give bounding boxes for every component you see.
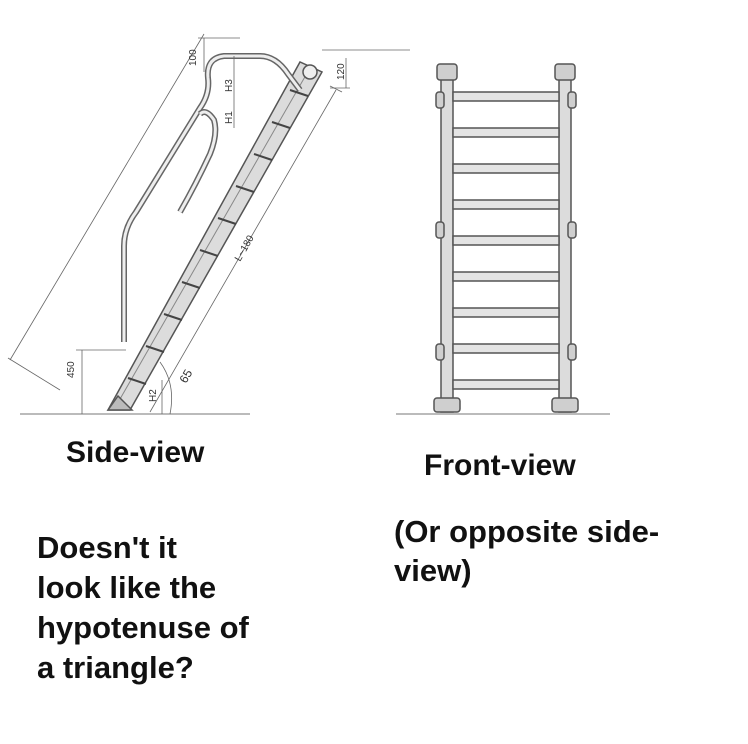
ladder-stringer — [106, 61, 324, 411]
handrail-grip-inner — [178, 110, 217, 213]
handrail-inner — [122, 54, 302, 342]
front-top-bolts — [436, 63, 576, 81]
ladder-treads — [127, 89, 309, 385]
front-feet — [433, 397, 579, 413]
side-view-caption: Side-view — [66, 436, 205, 469]
dim-length: L~180 — [233, 233, 257, 263]
ladder-foot — [106, 394, 134, 411]
dim-angle: 65 — [176, 367, 195, 386]
dim-h3: H3 — [224, 79, 235, 92]
front-view-caption: Front-view — [424, 449, 576, 482]
side-view-drawing — [7, 33, 410, 415]
front-view-note: (Or opposite side- view) — [394, 514, 660, 588]
hypotenuse-question: Doesn't it look like the hypotenuse of a… — [37, 530, 249, 685]
top-pivot — [302, 64, 318, 80]
ladder-handrail — [121, 53, 303, 342]
dim-450: 450 — [66, 361, 77, 378]
dim-h1: H1 — [224, 111, 235, 124]
dim-h2: H2 — [148, 389, 159, 402]
front-rungs — [452, 91, 560, 390]
front-side-bumps — [435, 91, 577, 361]
dim-120: 120 — [336, 63, 347, 80]
dimension-lines — [7, 33, 410, 415]
front-view-drawing — [396, 63, 610, 415]
dim-100: 100 — [188, 49, 199, 66]
